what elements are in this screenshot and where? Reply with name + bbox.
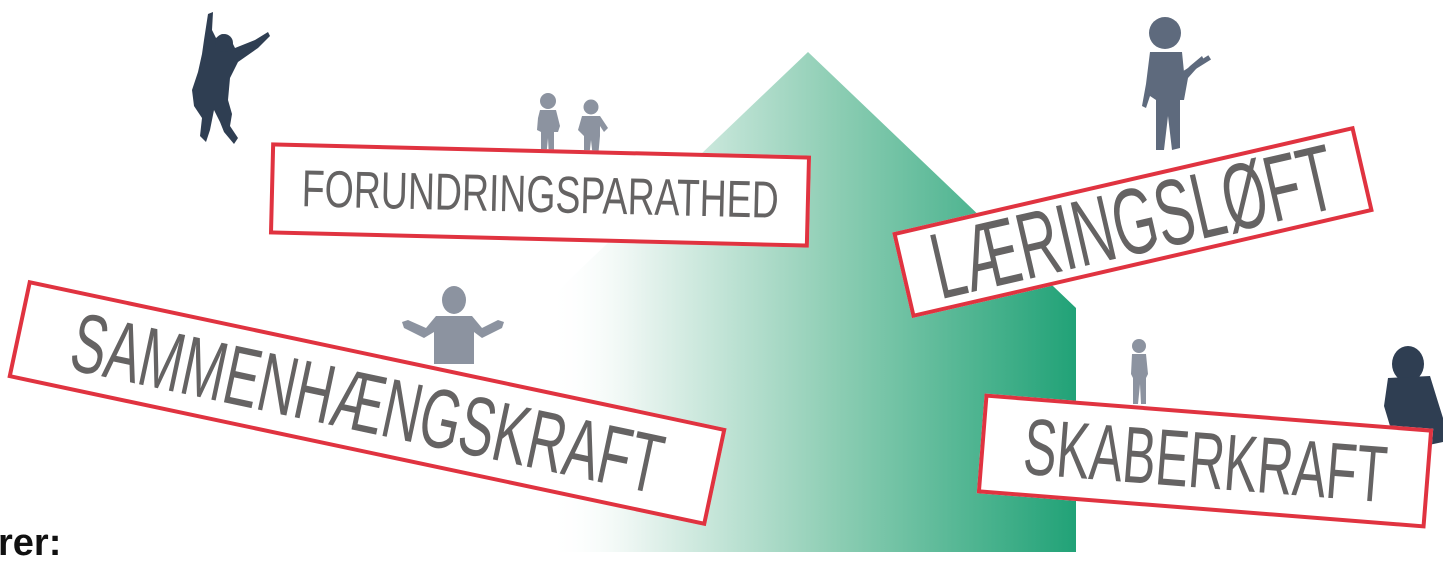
standing-child-icon	[1131, 339, 1148, 404]
word-forundringsparathed: FORUNDRINGSPARATHED	[300, 160, 780, 230]
jumping-person-icon	[192, 12, 270, 144]
two-children-icon	[537, 93, 608, 158]
child-with-stick-icon	[1142, 17, 1212, 150]
illustration-stage: FORUNDRINGSPARATHED LÆRINGSLØFT SAMMENHÆ…	[0, 12, 1443, 562]
shrugging-person-icon	[402, 286, 504, 364]
cut-off-heading: rer:	[0, 522, 62, 564]
word-plate-forundringsparathed: FORUNDRINGSPARATHED	[268, 142, 812, 248]
